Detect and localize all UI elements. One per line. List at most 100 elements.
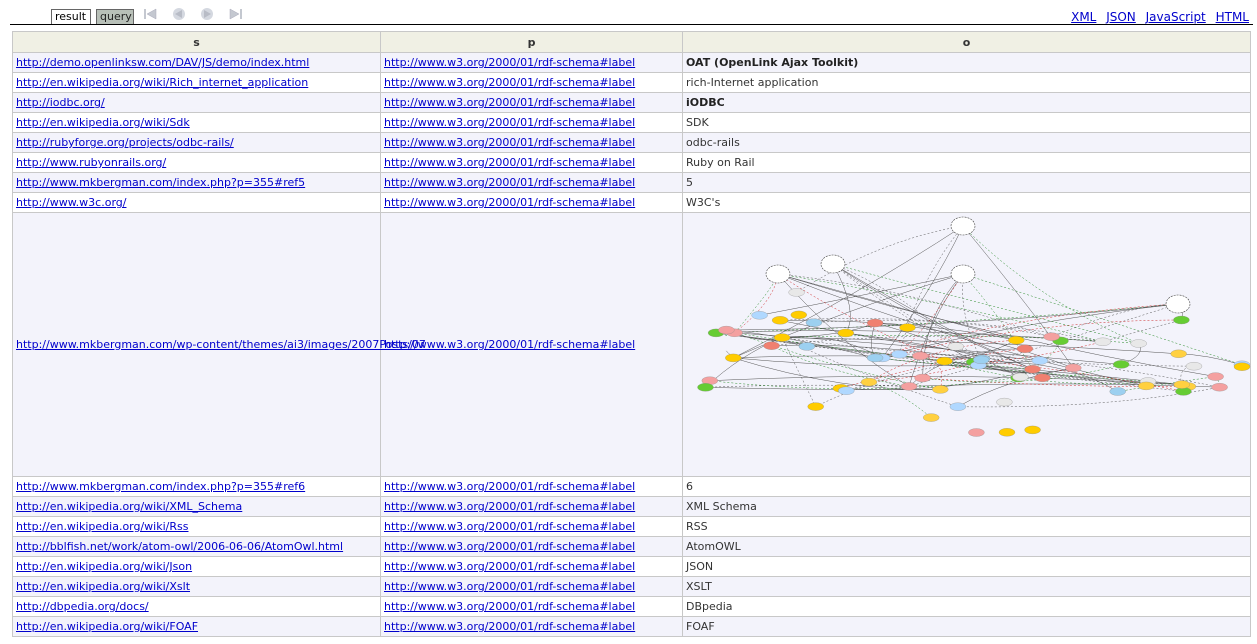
predicate-cell: http://www.w3.org/2000/01/rdf-schema#lab… [380, 596, 683, 617]
subject-cell: http://demo.openlinksw.com/DAV/JS/demo/i… [12, 52, 381, 73]
format-json-link[interactable]: JSON [1106, 10, 1136, 24]
subject-link[interactable]: http://www.w3c.org/ [16, 196, 127, 209]
table-row: http://www.mkbergman.com/wp-content/them… [12, 212, 1251, 477]
subject-link[interactable]: http://demo.openlinksw.com/DAV/JS/demo/i… [16, 56, 310, 69]
object-cell: XML Schema [682, 496, 1251, 517]
predicate-cell: http://www.w3.org/2000/01/rdf-schema#lab… [380, 112, 683, 133]
subject-link[interactable]: http://www.mkbergman.com/index.php?p=355… [16, 480, 306, 493]
subject-link[interactable]: http://en.wikipedia.org/wiki/XML_Schema [16, 500, 243, 513]
table-row: http://demo.openlinksw.com/DAV/JS/demo/i… [12, 52, 1251, 73]
predicate-link[interactable]: http://www.w3.org/2000/01/rdf-schema#lab… [384, 520, 636, 533]
predicate-cell: http://www.w3.org/2000/01/rdf-schema#lab… [380, 72, 683, 93]
table-row: http://bblfish.net/work/atom-owl/2006-06… [12, 536, 1251, 557]
predicate-cell: http://www.w3.org/2000/01/rdf-schema#lab… [380, 616, 683, 637]
subject-cell: http://en.wikipedia.org/wiki/Json [12, 556, 381, 577]
predicate-link[interactable]: http://www.w3.org/2000/01/rdf-schema#lab… [384, 480, 636, 493]
subject-link[interactable]: http://en.wikipedia.org/wiki/Json [16, 560, 193, 573]
tab-result[interactable]: result [51, 9, 91, 24]
object-value: JSON [686, 560, 714, 573]
predicate-link[interactable]: http://www.w3.org/2000/01/rdf-schema#lab… [384, 196, 636, 209]
subject-link[interactable]: http://iodbc.org/ [16, 96, 105, 109]
subject-link[interactable]: http://dbpedia.org/docs/ [16, 600, 149, 613]
table-row: http://en.wikipedia.org/wiki/FOAF http://… [12, 616, 1251, 637]
table-row: http://www.mkbergman.com/index.php?p=355… [12, 476, 1251, 497]
subject-cell: http://rubyforge.org/projects/odbc-rails… [12, 132, 381, 153]
predicate-cell: http://www.w3.org/2000/01/rdf-schema#lab… [380, 152, 683, 173]
object-value: FOAF [686, 620, 715, 633]
subject-cell: http://en.wikipedia.org/wiki/Sdk [12, 112, 381, 133]
table-row: http://www.w3c.org/http://www.w3.org/200… [12, 192, 1251, 213]
table-row: http://www.mkbergman.com/index.php?p=355… [12, 172, 1251, 193]
object-value: W3C's [686, 196, 721, 209]
previous-page-icon[interactable] [170, 6, 188, 22]
object-value: XSLT [686, 580, 712, 593]
next-page-icon[interactable] [198, 6, 216, 22]
subject-link[interactable]: http://www.mkbergman.com/index.php?p=355… [16, 176, 306, 189]
object-cell [682, 212, 1251, 477]
object-value: AtomOWL [686, 540, 741, 553]
predicate-link[interactable]: http://www.w3.org/2000/01/rdf-schema#lab… [384, 540, 636, 553]
subject-link[interactable]: http://bblfish.net/work/atom-owl/2006-06… [16, 540, 344, 553]
predicate-link[interactable]: http://www.w3.org/2000/01/rdf-schema#lab… [384, 136, 636, 149]
object-cell: SDK [682, 112, 1251, 133]
subject-cell: http://bblfish.net/work/atom-owl/2006-06… [12, 536, 381, 557]
table-row: http://en.wikipedia.org/wiki/Xslt http://… [12, 576, 1251, 597]
subject-cell: http://en.wikipedia.org/wiki/FOAF [12, 616, 381, 637]
predicate-link[interactable]: http://www.w3.org/2000/01/rdf-schema#lab… [384, 176, 636, 189]
tab-query[interactable]: query [96, 9, 134, 24]
format-html-link[interactable]: HTML [1215, 10, 1249, 24]
table-row: http://dbpedia.org/docs/http://www.w3.or… [12, 596, 1251, 617]
results-body: http://demo.openlinksw.com/DAV/JS/demo/i… [12, 52, 1251, 637]
subject-link[interactable]: http://en.wikipedia.org/wiki/Rich_intern… [16, 76, 309, 89]
table-row: http://en.wikipedia.org/wiki/Json http://… [12, 556, 1251, 577]
object-value: 5 [686, 176, 693, 189]
subject-link[interactable]: http://en.wikipedia.org/wiki/Xslt [16, 580, 191, 593]
subject-cell: http://iodbc.org/ [12, 92, 381, 113]
predicate-link[interactable]: http://www.w3.org/2000/01/rdf-schema#lab… [384, 620, 636, 633]
object-cell: odbc-rails [682, 132, 1251, 153]
object-cell: Ruby on Rail [682, 152, 1251, 173]
table-row: http://www.rubyonrails.org/http://www.w3… [12, 152, 1251, 173]
predicate-link[interactable]: http://www.w3.org/2000/01/rdf-schema#lab… [384, 500, 636, 513]
predicate-link[interactable]: http://www.w3.org/2000/01/rdf-schema#lab… [384, 560, 636, 573]
object-cell: 5 [682, 172, 1251, 193]
first-page-icon[interactable] [142, 6, 160, 22]
predicate-link[interactable]: http://www.w3.org/2000/01/rdf-schema#lab… [384, 580, 636, 593]
object-cell: JSON [682, 556, 1251, 577]
format-links: XML JSON JavaScript HTML [1065, 10, 1249, 24]
object-cell: OAT (OpenLink Ajax Toolkit) [682, 52, 1251, 73]
subject-link[interactable]: http://www.mkbergman.com/wp-content/them… [16, 338, 426, 351]
subject-link[interactable]: http://rubyforge.org/projects/odbc-rails… [16, 136, 234, 149]
subject-link[interactable]: http://www.rubyonrails.org/ [16, 156, 167, 169]
predicate-link[interactable]: http://www.w3.org/2000/01/rdf-schema#lab… [384, 116, 636, 129]
predicate-link[interactable]: http://www.w3.org/2000/01/rdf-schema#lab… [384, 56, 636, 69]
subject-link[interactable]: http://en.wikipedia.org/wiki/FOAF [16, 620, 199, 633]
format-javascript-link[interactable]: JavaScript [1145, 10, 1206, 24]
object-value: RSS [686, 520, 708, 533]
subject-link[interactable]: http://en.wikipedia.org/wiki/Sdk [16, 116, 190, 129]
format-xml-link[interactable]: XML [1071, 10, 1097, 24]
predicate-link[interactable]: http://www.w3.org/2000/01/rdf-schema#lab… [384, 338, 636, 351]
predicate-link[interactable]: http://www.w3.org/2000/01/rdf-schema#lab… [384, 156, 636, 169]
predicate-cell: http://www.w3.org/2000/01/rdf-schema#lab… [380, 556, 683, 577]
predicate-cell: http://www.w3.org/2000/01/rdf-schema#lab… [380, 516, 683, 537]
predicate-cell: http://www.w3.org/2000/01/rdf-schema#lab… [380, 536, 683, 557]
table-row: http://en.wikipedia.org/wiki/XML_Schema h… [12, 496, 1251, 517]
predicate-link[interactable]: http://www.w3.org/2000/01/rdf-schema#lab… [384, 96, 636, 109]
subject-cell: http://en.wikipedia.org/wiki/XML_Schema [12, 496, 381, 517]
object-value: DBpedia [686, 600, 733, 613]
subject-link[interactable]: http://en.wikipedia.org/wiki/Rss [16, 520, 189, 533]
predicate-cell: http://www.w3.org/2000/01/rdf-schema#lab… [380, 172, 683, 193]
subject-cell: http://www.mkbergman.com/index.php?p=355… [12, 172, 381, 193]
table-row: http://en.wikipedia.org/wiki/Rss http://w… [12, 516, 1251, 537]
predicate-link[interactable]: http://www.w3.org/2000/01/rdf-schema#lab… [384, 76, 636, 89]
subject-cell: http://en.wikipedia.org/wiki/Rich_intern… [12, 72, 381, 93]
object-cell: rich-Internet application [682, 72, 1251, 93]
object-value: rich-Internet application [686, 76, 819, 89]
predicate-link[interactable]: http://www.w3.org/2000/01/rdf-schema#lab… [384, 600, 636, 613]
last-page-icon[interactable] [226, 6, 244, 22]
column-header-s: s [12, 31, 381, 53]
table-row: http://en.wikipedia.org/wiki/Sdk http://w… [12, 112, 1251, 133]
table-row: http://en.wikipedia.org/wiki/Rich_intern… [12, 72, 1251, 93]
toolbar-divider [10, 24, 1253, 25]
